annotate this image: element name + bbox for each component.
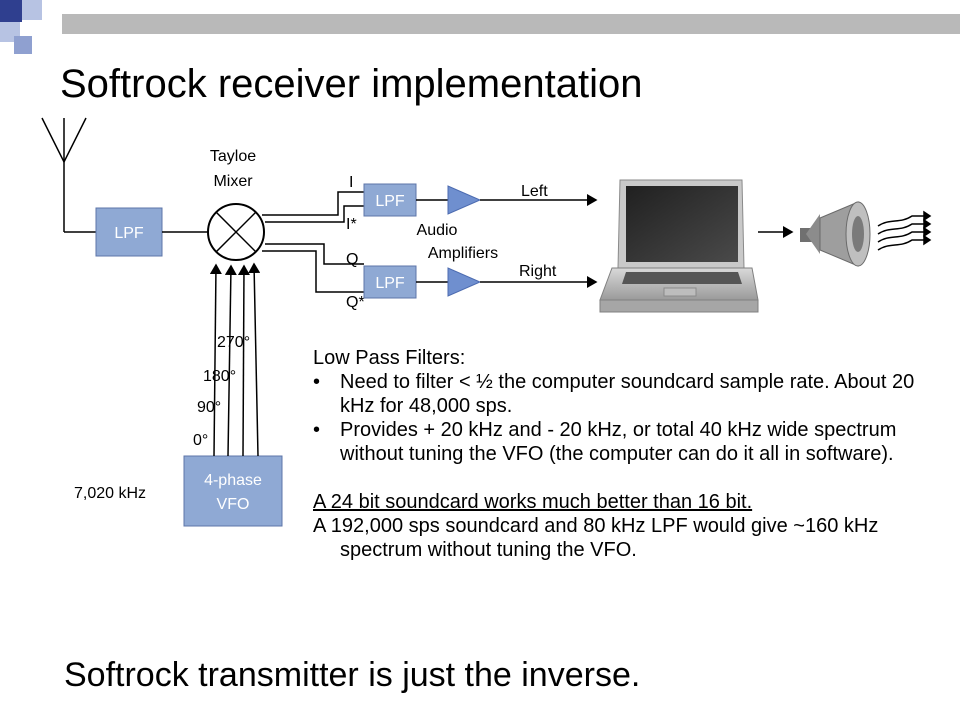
mixer-label-line1: Tayloe xyxy=(210,148,256,165)
footer-statement: Softrock transmitter is just the inverse… xyxy=(64,656,641,694)
laptop-icon xyxy=(599,179,759,313)
antenna-icon xyxy=(41,117,96,233)
phase-label-180: 180° xyxy=(203,368,236,385)
page-title: Softrock receiver implementation xyxy=(60,62,643,106)
antenna-lpf-box xyxy=(95,207,163,257)
amp-label-line2: Amplifiers xyxy=(428,245,498,262)
vfo-box xyxy=(183,455,283,527)
amp-label-line1: Audio xyxy=(417,222,458,239)
sound-waves-icon xyxy=(877,210,932,251)
i-lpf-label: LPF xyxy=(375,193,405,210)
signal-q-label: Q xyxy=(346,251,358,268)
output-right-label: Right xyxy=(519,263,557,280)
notes-bullet: Need to filter < ½ the computer soundcar… xyxy=(313,370,933,418)
vfo-label-line2: VFO xyxy=(217,496,250,513)
output-left-label: Left xyxy=(521,183,548,200)
i-lpf-box xyxy=(363,183,417,217)
notes-underlined-line: A 24 bit soundcard works much better tha… xyxy=(313,491,753,513)
amplifier-icon xyxy=(447,185,482,215)
phase-label-270: 270° xyxy=(217,334,250,351)
notes-text-block: Low Pass Filters: Need to filter < ½ the… xyxy=(313,346,933,562)
signal-i-star-label: I* xyxy=(346,216,357,233)
signal-i-label: I xyxy=(349,174,353,191)
vfo-label-line1: 4-phase xyxy=(204,472,262,489)
notes-heading: Low Pass Filters: xyxy=(313,347,466,369)
speaker-icon xyxy=(800,201,871,267)
mixer-icon xyxy=(207,203,265,261)
q-lpf-box xyxy=(363,265,417,299)
amplifier-icon xyxy=(447,267,482,297)
corner-decoration xyxy=(0,0,960,54)
signal-q-star-label: Q* xyxy=(346,294,365,311)
mixer-label-line2: Mixer xyxy=(213,173,253,190)
antenna-lpf-label: LPF xyxy=(114,225,144,242)
vfo-frequency-label: 7,020 kHz xyxy=(74,485,146,502)
notes-bullet: Provides + 20 kHz and - 20 kHz, or total… xyxy=(313,418,933,466)
q-lpf-label: LPF xyxy=(375,275,405,292)
notes-last-line: A 192,000 sps soundcard and 80 kHz LPF w… xyxy=(313,515,879,561)
notes-bullet-list: Need to filter < ½ the computer soundcar… xyxy=(313,370,933,466)
phase-label-0: 0° xyxy=(193,432,208,449)
phase-label-90: 90° xyxy=(197,399,221,416)
